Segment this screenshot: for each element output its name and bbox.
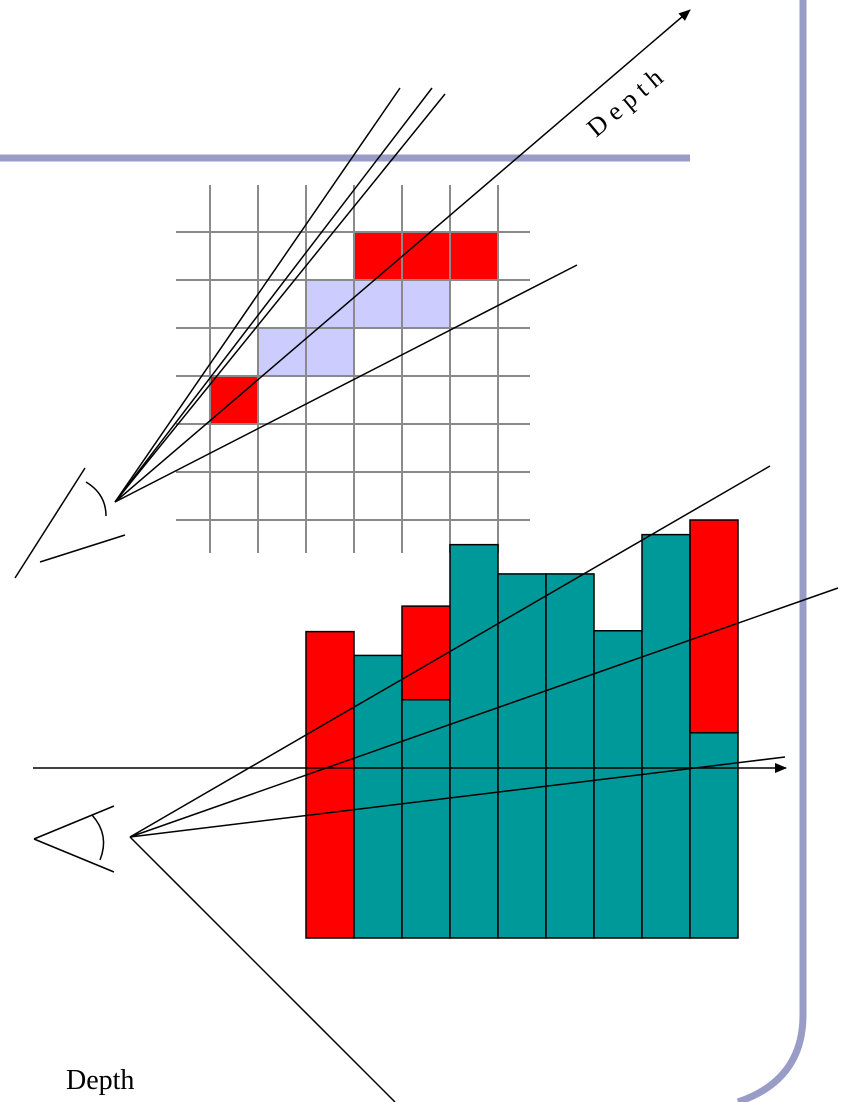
column-ray [129, 836, 396, 1102]
depth-column [449, 543, 499, 939]
depth-column [593, 630, 643, 939]
grid-lines [176, 185, 530, 553]
grid-cell-traversed [305, 327, 355, 377]
grid-ray [114, 87, 401, 503]
column-ray [129, 465, 771, 838]
grid-cell-hit [353, 231, 403, 281]
depth-column [545, 573, 595, 939]
grid-ray [114, 87, 433, 503]
column-eye-icon [33, 805, 115, 873]
grid-cell-hit [401, 231, 451, 281]
grid-traversal-diagram: D e p t h [14, 9, 691, 579]
depth-column-occluder [305, 630, 355, 939]
depth-axis-arrow [114, 9, 691, 503]
grid-cell-traversed [257, 327, 307, 377]
depth-column-diagram: Depth [33, 465, 839, 1102]
grid-view-rays [114, 9, 691, 503]
depth-label-diagonal: D e p t h [581, 63, 668, 143]
depth-column [497, 573, 547, 939]
grid-ray [114, 264, 578, 503]
grid-cell-traversed [353, 279, 403, 329]
column-ray [129, 756, 786, 838]
grid-cell-traversed [401, 279, 451, 329]
depth-columns [305, 519, 739, 939]
grid-cell-hit [449, 231, 499, 281]
slide-frame-border [736, 0, 807, 1102]
depth-column [353, 654, 403, 939]
depth-column [641, 533, 691, 939]
grid-eye-icon [14, 467, 126, 579]
depth-label-bottom: Depth [66, 1065, 134, 1096]
column-view-rays [129, 465, 839, 1102]
depth-column [401, 698, 451, 939]
column-ray [129, 587, 839, 838]
grid-ray [114, 93, 446, 503]
depth-column-occluder [401, 605, 451, 701]
